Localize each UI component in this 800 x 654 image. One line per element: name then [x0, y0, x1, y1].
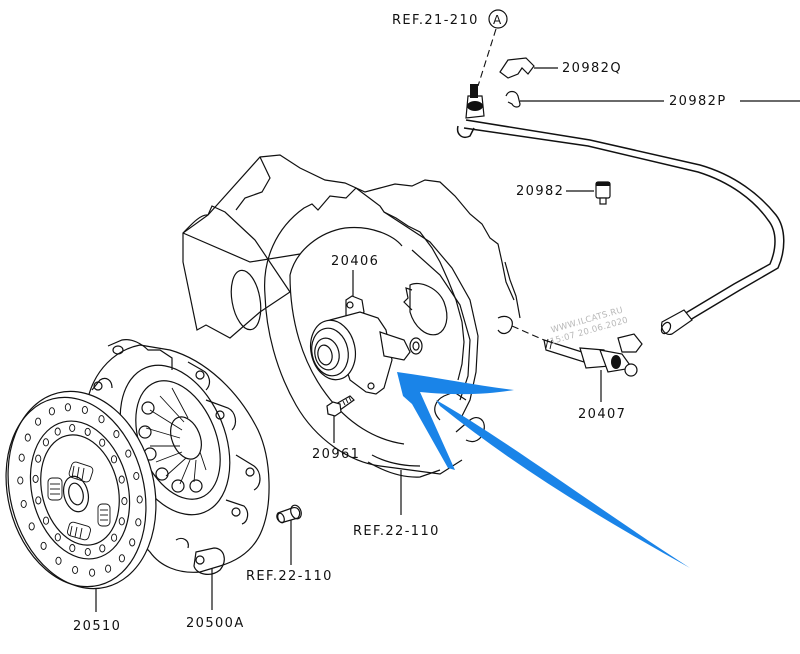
- ref-21-210-label[interactable]: REF.21-210: [392, 13, 479, 28]
- concentric-slave-cylinder-20406: [309, 295, 423, 395]
- watermark: WWW.ILCATS.RU 15:07 20.06.2020: [549, 305, 629, 347]
- disc-hole: [99, 544, 106, 553]
- ref-circle-a: [488, 9, 508, 29]
- bolt-20961: [326, 395, 355, 417]
- part-20510-label[interactable]: 20510: [73, 619, 121, 634]
- clutch-hydraulic-pipe: [456, 84, 785, 335]
- disc-hole: [42, 438, 49, 447]
- disc-hole: [125, 449, 132, 458]
- disc-hole: [69, 423, 76, 433]
- part-20982-label[interactable]: 20982: [516, 184, 564, 199]
- disc-hole: [35, 417, 42, 426]
- disc-hole: [54, 427, 61, 436]
- disc-hole: [133, 471, 140, 481]
- 20407-dashed-leader: [511, 325, 545, 341]
- disc-hole: [81, 405, 88, 415]
- disc-hole: [118, 517, 125, 526]
- disc-hole: [135, 518, 142, 527]
- disc-hole: [40, 541, 47, 550]
- part-20500A-label[interactable]: 20500A: [186, 616, 245, 631]
- dowel-pin: [276, 504, 302, 524]
- disc-hole: [118, 554, 125, 563]
- disc-hole: [129, 538, 136, 547]
- disc-hole: [17, 476, 24, 485]
- disc-hole: [55, 556, 62, 565]
- clip-20982P: [505, 90, 521, 108]
- disc-hole: [20, 499, 27, 509]
- part-20982Q-label[interactable]: 20982Q: [562, 61, 622, 76]
- disc-hole: [35, 496, 42, 505]
- union-20982: [595, 181, 611, 205]
- ref-circle-letter: A: [493, 13, 502, 27]
- disc-hole: [118, 475, 125, 484]
- ref-22-110-dowel-label[interactable]: REF.22-110: [246, 569, 333, 584]
- disc-hole: [89, 568, 96, 577]
- disc-hole: [69, 544, 76, 553]
- disc-hole: [28, 522, 35, 531]
- disc-hole: [24, 433, 31, 442]
- ref-22-110-housing-label[interactable]: REF.22-110: [353, 524, 440, 539]
- disc-hole: [105, 564, 112, 573]
- disc-hole: [64, 403, 71, 412]
- part-20407-label[interactable]: 20407: [578, 407, 626, 422]
- disc-hole: [84, 427, 91, 436]
- blue-annotation-arrow: [397, 372, 690, 568]
- clip-20982Q: [499, 57, 535, 79]
- disc-friction-holes: [17, 403, 143, 577]
- ref-a-dashed-leader: [477, 28, 497, 87]
- part-20406-label[interactable]: 20406: [331, 254, 379, 269]
- disc-hole: [42, 516, 50, 525]
- disc-hole: [18, 453, 25, 462]
- disc-hole: [54, 533, 61, 542]
- disc-hole: [99, 438, 106, 447]
- disc-hole: [121, 497, 128, 506]
- part-20982P-label[interactable]: 20982P: [669, 94, 727, 109]
- hose-fitting-20407: [543, 333, 643, 377]
- disc-hole: [35, 454, 42, 463]
- clutch-disc-20510: [5, 390, 157, 590]
- disc-hole: [110, 455, 118, 464]
- disc-hole: [98, 415, 105, 424]
- disc-hole: [32, 474, 39, 483]
- disc-hole: [72, 565, 79, 575]
- disc-hole: [84, 547, 91, 557]
- part-20961-label[interactable]: 20961: [312, 447, 360, 462]
- disc-hole: [113, 430, 120, 439]
- disc-hole: [111, 533, 118, 542]
- disc-hole: [136, 495, 143, 504]
- disc-hole: [48, 407, 55, 416]
